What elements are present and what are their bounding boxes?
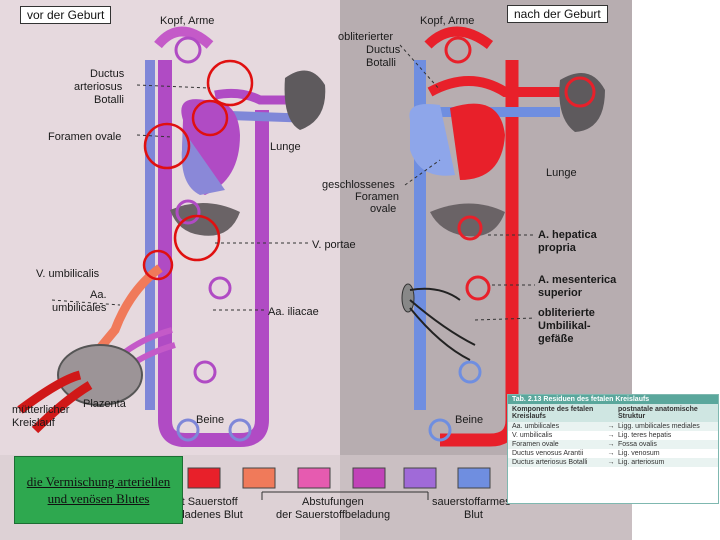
legend-swatch [297,467,331,489]
after-birth-title: nach der Geburt [507,5,608,23]
arrow-icon: → [607,423,615,430]
table-cell-right: Lig. venosum [618,450,660,457]
adult-liver [430,203,505,237]
geschl-foramen-label-3: ovale [370,203,396,215]
mesenterica-label-2: superior [538,287,583,299]
adult-heart-left-side [450,103,505,180]
table-title: Tab. 2.13 Residuen des fetalen Kreislauf… [508,395,718,404]
umbilikal-label-1: obliterierte [538,307,595,319]
oblit-ductus-label-3: Botalli [366,57,396,69]
umbilikal-label-2: Umbilikal- [538,320,591,332]
ductus-label-1: Ductus [90,68,125,80]
table-row: Ductus arteriosus Botalli → Lig. arterio… [508,458,718,467]
highlight-circle-arch [191,99,229,137]
arrow-icon: → [607,459,615,466]
ductus-label-2: arteriosus [74,81,123,93]
legend-oxygen-rich-label-1: mit Sauerstoff [170,496,239,508]
table-head-right: postnatale anatomische Struktur [618,406,698,420]
fetal-lung [284,70,326,130]
caption-text: die Vermischung arteriellen und venösen … [26,474,171,506]
legend-gradient-label-1: Abstufungen [302,496,364,508]
before-birth-title: vor der Geburt [20,6,112,24]
muetterlicher-kreislauf-label-2: Kreislauf [12,417,56,429]
caption-box: die Vermischung arteriellen und venösen … [14,456,183,524]
legend-swatch [403,467,437,489]
highlight-circle-ductus [206,59,254,107]
highlight-circle-umbilical-vein [142,249,174,281]
hepatica-label-1: A. hepatica [538,229,598,241]
table-cell-left: Aa. umbilicales [512,423,560,430]
table-header: Komponente des fetalen Kreislaufs postna… [508,404,718,422]
table-row: Aa. umbilicales → Ligg. umbilicales medi… [508,422,718,431]
legend-oxygen-rich-label-2: beladenes Blut [170,509,243,521]
lunge-right-label: Lunge [546,167,577,179]
kopf-arme-left-label: Kopf, Arme [160,15,214,27]
left-circulation [17,26,326,447]
arrow-icon: → [607,441,615,448]
geschl-foramen-label-1: geschlossenes [322,179,395,191]
beine-left-label: Beine [196,414,224,426]
ductus-label-3: Botalli [94,94,124,106]
legend-swatches [187,467,491,489]
legend-swatch [187,467,221,489]
beine-right-label: Beine [455,414,483,426]
foramen-ovale-label: Foramen ovale [48,131,121,143]
table-cell-right: Lig. teres hepatis [618,432,672,439]
muetterlicher-kreislauf-label-1: mütterlicher [12,404,70,416]
adult-heart-right-side [409,104,455,176]
aa-umbilicales-label-1: Aa. [90,289,107,301]
highlight-circle-ductus-venosus [173,214,221,262]
obliterated-umbilical-stump [401,283,415,313]
geschl-foramen-label-2: Foramen [355,191,399,203]
aa-iliacae-label: Aa. iliacae [268,306,319,318]
legend-gradient-label-2: der Sauerstoffbeladung [276,509,390,521]
v-umbilicalis-label: V. umbilicalis [36,268,100,280]
mesenterica-label-1: A. mesenterica [538,274,617,286]
table-cell-right: Lig. arteriosum [618,459,665,466]
legend-swatch [352,467,386,489]
highlight-circle-foramen [143,122,191,170]
table-row: Foramen ovale → Fossa ovalis [508,440,718,449]
legend-swatch [242,467,276,489]
oblit-ductus-label-1: obliterierter [338,31,393,43]
lunge-left-label: Lunge [270,141,301,153]
fetal-liver [170,202,240,236]
table-cell-left: Foramen ovale [512,441,559,448]
table-cell-right: Fossa ovalis [618,441,657,448]
legend-swatch [457,467,491,489]
v-portae-label: V. portae [312,239,356,251]
aa-umbilicales-label-2: umbilicales [52,302,107,314]
hepatica-label-2: propria [538,242,577,254]
table-head-left: Komponente des fetalen Kreislaufs [512,406,594,420]
table-cell-left: Ductus venosus Arantii [512,450,584,457]
umbilikal-label-3: gefäße [538,333,573,345]
table-row: Ductus venosus Arantii → Lig. venosum [508,449,718,458]
arrow-icon: → [607,450,615,457]
legend-oxygen-poor-label-1: sauerstoffarmes [432,496,511,508]
table-cell-left: V. umbilicalis [512,432,553,439]
table-cell-right: Ligg. umbilicales mediales [618,423,700,430]
residues-table: Tab. 2.13 Residuen des fetalen Kreislauf… [507,394,719,504]
oblit-ductus-label-2: Ductus [366,44,401,56]
plazenta-label: Plazenta [83,398,127,410]
arrow-icon: → [607,432,615,439]
kopf-arme-right-label: Kopf, Arme [420,15,474,27]
legend-oxygen-poor-label-2: Blut [464,509,483,521]
table-cell-left: Ductus arteriosus Botalli [512,459,588,466]
table-row: V. umbilicalis → Lig. teres hepatis [508,431,718,440]
